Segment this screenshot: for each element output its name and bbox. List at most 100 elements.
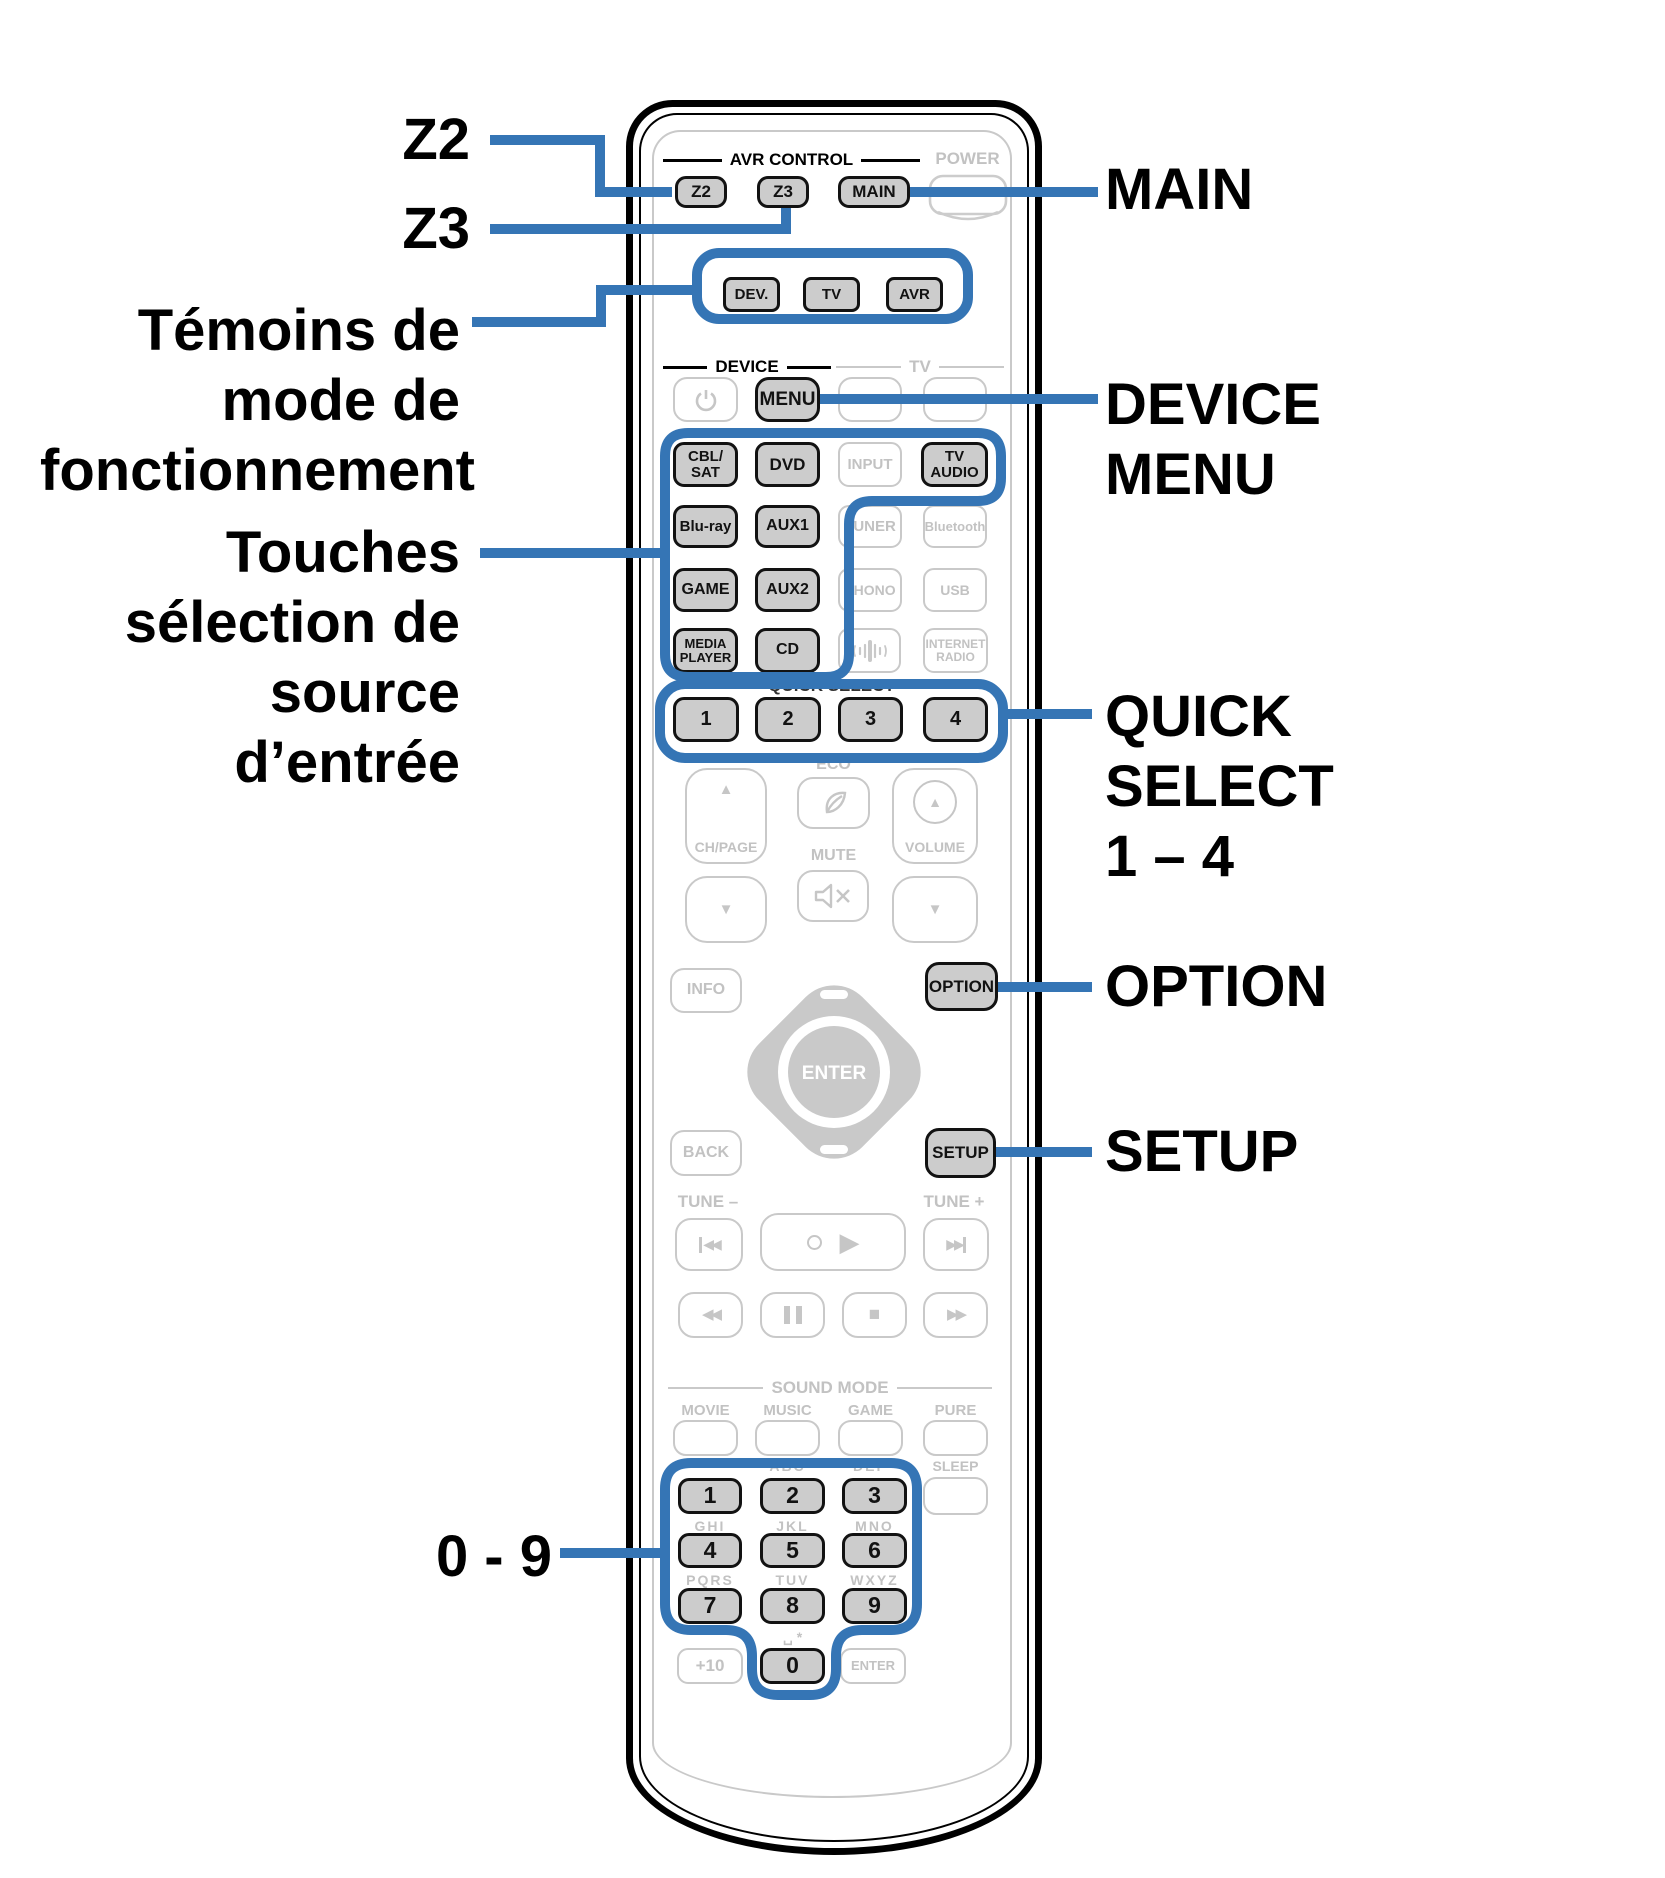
- play-icon: ▶: [839, 1226, 860, 1257]
- digit-1-button[interactable]: 1: [678, 1478, 742, 1514]
- game-label: GAME: [848, 1402, 893, 1419]
- game-button[interactable]: [838, 1420, 903, 1456]
- rewind-button[interactable]: ◀◀: [678, 1292, 743, 1338]
- info-button[interactable]: INFO: [670, 968, 742, 1013]
- source-media-player-button[interactable]: MEDIA PLAYER: [673, 628, 738, 673]
- digit-6-button[interactable]: 6: [842, 1533, 907, 1568]
- setup-button[interactable]: SETUP: [925, 1128, 996, 1178]
- tv-label-text: TV: [909, 357, 931, 376]
- source-aux1-button[interactable]: AUX1: [755, 505, 820, 548]
- skip-back-button[interactable]: ◀◀: [675, 1218, 743, 1271]
- channel-page-up-button[interactable]: ▲ CH/PAGE: [685, 768, 767, 864]
- jkl-label: JKL: [776, 1518, 809, 1534]
- z3-button[interactable]: Z3: [757, 176, 809, 208]
- source-input-button[interactable]: INPUT: [838, 442, 902, 487]
- power-button[interactable]: [922, 166, 1014, 232]
- callout-label-device-menu: DEVICE MENU: [1105, 370, 1321, 510]
- device-menu-button[interactable]: MENU: [755, 377, 820, 422]
- tune-plus-label: TUNE +: [923, 1192, 985, 1211]
- fast-forward-button[interactable]: ▶▶: [923, 1292, 988, 1338]
- digit-2-button[interactable]: 2: [760, 1478, 825, 1514]
- movie-button[interactable]: [673, 1420, 738, 1456]
- indicator-avr: AVR: [886, 277, 943, 312]
- source-aux-levels-button[interactable]: [838, 628, 901, 673]
- indicator-dev: DEV.: [723, 277, 780, 312]
- source-aux2-button[interactable]: AUX2: [755, 568, 820, 612]
- divider: [663, 365, 708, 369]
- source-usb-button[interactable]: USB: [923, 568, 987, 612]
- source-cbl-sat-button[interactable]: CBL/ SAT: [673, 442, 738, 487]
- sound-mode-label-text: SOUND MODE: [771, 1378, 889, 1397]
- stop-button[interactable]: ■: [842, 1292, 907, 1338]
- callout-device-menu-line1: DEVICE: [1105, 372, 1321, 437]
- volume-up-button[interactable]: ▲ VOLUME: [892, 768, 978, 864]
- pause-icon: [783, 1306, 790, 1324]
- callout-label-z2: Z2: [402, 107, 470, 172]
- tv-section-label: TV: [836, 357, 1005, 377]
- enter-key-button[interactable]: ENTER: [840, 1648, 906, 1684]
- divider: [861, 158, 920, 162]
- skip-forward-icon: ▶▶: [946, 1236, 964, 1253]
- divider: [786, 365, 832, 369]
- main-button[interactable]: MAIN: [838, 176, 910, 208]
- abc-label: ABC: [769, 1458, 806, 1474]
- sound-mode-section-label: SOUND MODE: [668, 1378, 992, 1398]
- eco-button[interactable]: [797, 777, 870, 829]
- source-game-button[interactable]: GAME: [673, 568, 738, 612]
- callout-label-option: OPTION: [1105, 954, 1328, 1019]
- enter-button-label: ENTER: [802, 1063, 867, 1084]
- power-button-bottom-arc[interactable]: [937, 210, 999, 221]
- source-dvd-button[interactable]: DVD: [755, 442, 820, 487]
- skip-forward-button[interactable]: ▶▶: [923, 1218, 989, 1271]
- quick-select-3-button[interactable]: 3: [838, 697, 903, 742]
- digit-3-button[interactable]: 3: [842, 1478, 907, 1514]
- plus-10-button[interactable]: +10: [677, 1648, 743, 1684]
- source-cd-button[interactable]: CD: [755, 628, 820, 673]
- ch-page-label: CH/PAGE: [694, 838, 758, 855]
- quick-select-label: QUICK SELECT: [768, 676, 895, 695]
- volume-down-button[interactable]: ▼: [892, 876, 978, 943]
- source-phono-button[interactable]: PHONO: [838, 568, 902, 612]
- source-internet-radio-button[interactable]: INTERNET RADIO: [923, 628, 988, 673]
- tv-input-button[interactable]: [923, 377, 987, 422]
- callout-quick-line1: QUICK: [1105, 684, 1292, 749]
- space-asterisk-label: ␣ *: [782, 1629, 803, 1645]
- pure-button[interactable]: [923, 1420, 988, 1456]
- pause-button[interactable]: [760, 1292, 825, 1338]
- play-button[interactable]: ▶: [760, 1213, 906, 1271]
- music-button[interactable]: [755, 1420, 820, 1456]
- fast-forward-icon: ▶▶: [946, 1306, 967, 1324]
- callout-temoins-line3: fonctionnement: [40, 438, 475, 503]
- skip-bar-icon: [699, 1236, 703, 1253]
- sleep-button[interactable]: [923, 1477, 988, 1515]
- callout-label-touches: Touches sélection de source d’entrée: [40, 518, 460, 798]
- back-button[interactable]: BACK: [670, 1130, 742, 1176]
- quick-select-1-button[interactable]: 1: [673, 697, 739, 742]
- digit-0-button[interactable]: 0: [760, 1648, 825, 1684]
- digit-8-button[interactable]: 8: [760, 1588, 825, 1624]
- source-bluray-button[interactable]: Blu-ray: [673, 505, 738, 548]
- callout-label-quick-select: QUICK SELECT 1 – 4: [1105, 682, 1334, 892]
- callout-device-menu-line2: MENU: [1105, 442, 1276, 507]
- digit-5-button[interactable]: 5: [760, 1533, 825, 1568]
- tv-power-button[interactable]: [838, 377, 902, 422]
- option-button[interactable]: OPTION: [925, 962, 998, 1011]
- callout-label-0-9: 0 - 9: [435, 1524, 552, 1589]
- enter-button[interactable]: [788, 1026, 880, 1118]
- source-tv-audio-button[interactable]: TV AUDIO: [921, 442, 988, 487]
- digit-7-button[interactable]: 7: [678, 1588, 742, 1624]
- power-button-top[interactable]: [928, 174, 1008, 216]
- pqrs-label: PQRS: [686, 1572, 734, 1588]
- digit-9-button[interactable]: 9: [842, 1588, 907, 1624]
- z2-button[interactable]: Z2: [675, 176, 727, 208]
- source-bluetooth-button[interactable]: Bluetooth: [923, 505, 987, 548]
- source-tuner-button[interactable]: TUNER: [838, 505, 902, 548]
- quick-select-4-button[interactable]: 4: [923, 697, 988, 742]
- channel-page-down-button[interactable]: ▼: [685, 876, 767, 943]
- cursor-pad[interactable]: ENTER: [714, 952, 954, 1192]
- device-power-button[interactable]: [673, 377, 738, 422]
- ghi-label: GHI: [694, 1518, 726, 1534]
- digit-4-button[interactable]: 4: [678, 1533, 742, 1568]
- quick-select-2-button[interactable]: 2: [755, 697, 821, 742]
- mute-button[interactable]: [797, 870, 869, 922]
